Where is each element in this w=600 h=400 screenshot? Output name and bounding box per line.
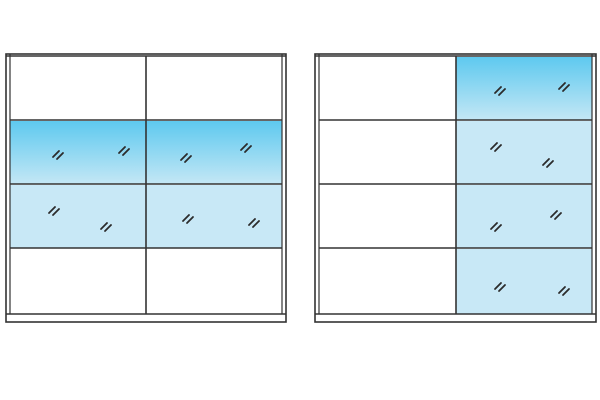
glass-panel-light [456, 185, 592, 248]
right-wardrobe [314, 53, 597, 323]
glass-panel-light [456, 249, 592, 314]
left-wardrobe [5, 53, 287, 323]
wardrobe-frame [5, 53, 287, 323]
wardrobe-frame [314, 53, 597, 323]
glass-panel-deep [456, 57, 592, 120]
glass-panel-light [456, 121, 592, 184]
